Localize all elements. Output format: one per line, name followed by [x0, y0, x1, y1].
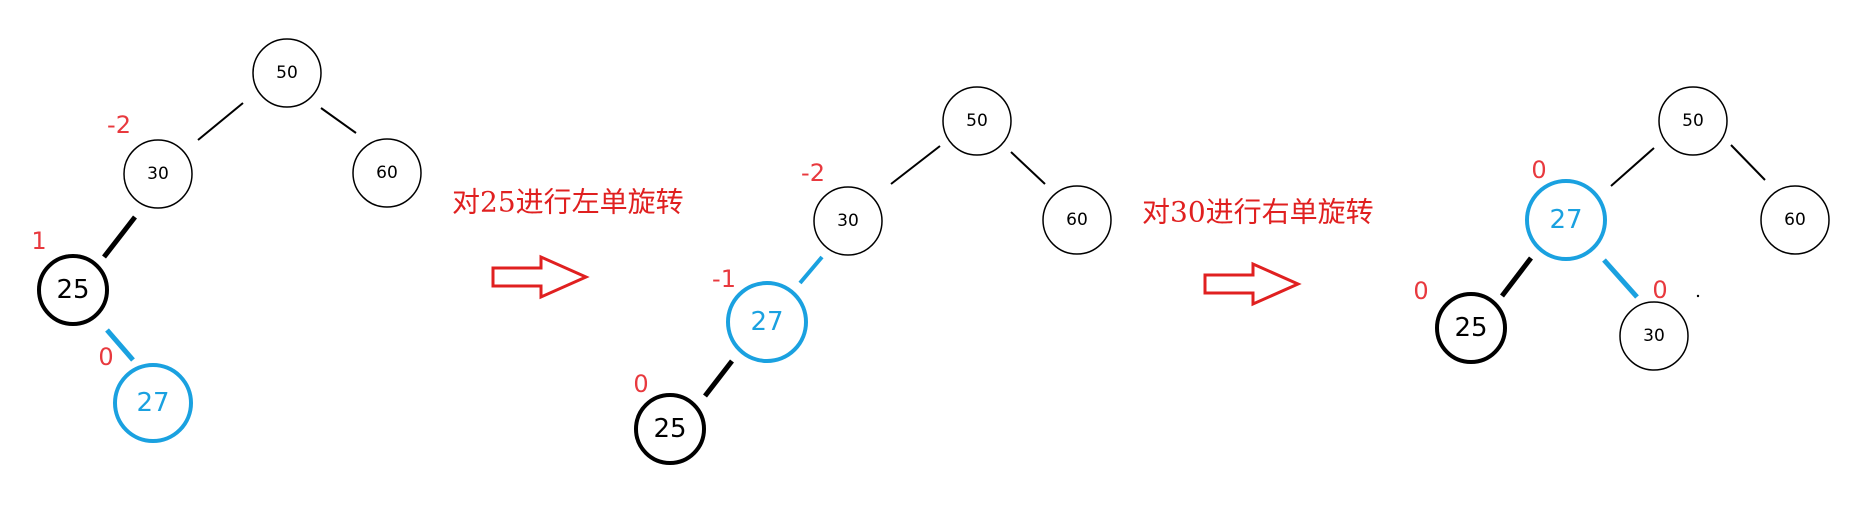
tree-node-circle	[726, 281, 808, 363]
tree-node-value: 27	[750, 307, 783, 337]
tree-node-circle	[123, 139, 193, 209]
tree-node-value: 30	[837, 211, 859, 231]
tree-node-value: 60	[1066, 210, 1088, 230]
tree-node-value: 30	[147, 164, 169, 184]
tree-node-value: 60	[1784, 210, 1806, 230]
tree-node-circle	[113, 363, 193, 443]
tree-edge	[1730, 144, 1766, 181]
right-arrow-icon	[1203, 261, 1302, 307]
tree-node-value: 25	[56, 275, 89, 305]
tree-node-circle	[37, 254, 109, 326]
tree-node-value: 25	[653, 414, 686, 444]
tree-edge	[890, 145, 941, 185]
tree-node-value: 50	[966, 111, 988, 131]
step-label: 对25进行左单旋转	[452, 186, 684, 219]
tree-edge	[703, 359, 734, 398]
balance-factor: -1	[712, 265, 736, 293]
tree-edge	[197, 102, 244, 141]
balance-factor: -2	[801, 159, 825, 187]
tree-node-circle	[1525, 179, 1607, 261]
balance-factor: 1	[31, 227, 46, 255]
tree-edge	[320, 107, 357, 134]
tree-node-value: 30	[1643, 326, 1665, 346]
right-arrow-icon	[491, 254, 590, 300]
tree-node-value: 27	[136, 388, 169, 418]
balance-factor: 0	[633, 370, 648, 398]
balance-factor: -2	[107, 111, 131, 139]
tree-node-circle	[1042, 185, 1112, 255]
tree-node-value: 50	[276, 63, 298, 83]
balance-factor: 0	[1531, 156, 1546, 184]
tree-edge	[1610, 147, 1655, 187]
tree-node-circle	[1658, 86, 1728, 156]
tree-node-value: 27	[1549, 205, 1582, 235]
tree-edge	[798, 255, 824, 285]
tree-edge	[102, 215, 137, 259]
tree-node-circle	[1435, 292, 1507, 364]
tree-node-circle	[252, 38, 322, 108]
tree-edge	[1602, 258, 1639, 299]
tree-edge	[1010, 151, 1046, 185]
balance-factor: 0	[1652, 276, 1667, 304]
tree-node-circle	[1619, 301, 1689, 371]
stray-dot	[1696, 294, 1700, 298]
tree-node-value: 50	[1682, 111, 1704, 131]
tree-node-circle	[1760, 185, 1830, 255]
tree-node-circle	[942, 86, 1012, 156]
balance-factor: 0	[1413, 277, 1428, 305]
tree-node-circle	[634, 393, 706, 465]
tree-node-value: 25	[1454, 313, 1487, 343]
tree-node-value: 60	[376, 163, 398, 183]
tree-edge	[1500, 256, 1533, 298]
tree-node-circle	[352, 138, 422, 208]
balance-factor: 0	[98, 343, 113, 371]
step-label: 对30进行右单旋转	[1142, 196, 1374, 229]
tree-edge	[105, 328, 135, 362]
tree-node-circle	[813, 186, 883, 256]
